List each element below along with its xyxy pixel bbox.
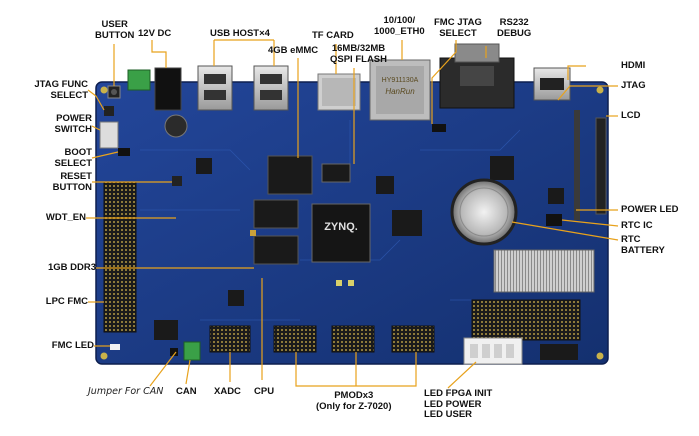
can-jumper: [170, 348, 178, 356]
reset-button-part: [172, 176, 182, 186]
usb-host-2: [253, 65, 289, 111]
zynq-cpu: [311, 203, 371, 263]
eth-chip-model: HanRun: [385, 87, 415, 96]
label-lcd: LCD: [621, 110, 641, 121]
label-power-led: POWER LED: [621, 204, 679, 215]
label-12v-dc: 12V DC: [138, 28, 172, 39]
ddr3-chip-2: [253, 235, 299, 265]
label-fmc-led: FMC LED: [51, 340, 94, 351]
dc-jack: [154, 67, 182, 111]
rtc-battery: [450, 178, 518, 246]
label-reset-button: RESET BUTTON: [52, 171, 92, 193]
emmc-chip: [267, 155, 313, 195]
lcd-connector: [595, 117, 607, 215]
boot-select-part: [118, 148, 130, 156]
lpc-fmc-connector: [103, 181, 137, 333]
can-connector: [183, 341, 201, 361]
label-hdmi: HDMI: [621, 60, 646, 71]
pmod-header-3: [391, 325, 435, 353]
label-led-group: LED FPGA INIT LED POWER LED USER: [424, 388, 493, 420]
label-boot-select: BOOT SELECT: [54, 147, 92, 169]
xadc-header: [209, 325, 251, 353]
label-jumper-can: Jumper For CAN: [88, 386, 164, 397]
label-power-switch: POWER SWITCH: [54, 113, 92, 135]
label-wdt-en: WDT_EN: [45, 212, 86, 223]
label-cpu: CPU: [254, 386, 275, 397]
label-usb-host: USB HOST×4: [210, 28, 270, 39]
label-ethernet: 10/100/ 1000_ETH0: [374, 15, 425, 37]
label-rs232: RS232 DEBUG: [497, 17, 532, 39]
label-jtag: JTAG: [621, 80, 646, 91]
label-pmod: PMODx3 (Only for Z-7020): [316, 390, 392, 412]
label-lpc-fmc: LPC FMC: [45, 296, 88, 307]
leader-lines: [86, 39, 619, 389]
label-user-button: USER BUTTON: [95, 19, 135, 41]
pmod-header-1: [273, 325, 317, 353]
fmc-jtag-jumper: [432, 124, 446, 132]
label-rtc-battery: RTC BATTERY: [621, 234, 665, 256]
label-rtc-ic: RTC IC: [621, 220, 653, 231]
fmc-connector-right: [471, 299, 581, 341]
label-qspi-flash: 16MB/32MB QSPI FLASH: [330, 43, 388, 65]
usb-host-1: [197, 65, 233, 111]
power-switch-part: [99, 121, 119, 149]
label-can: CAN: [176, 386, 197, 397]
label-jtag-func: JTAG FUNC SELECT: [34, 79, 88, 101]
label-ddr3: 1GB DDR3: [47, 262, 96, 273]
pmod-header-2: [331, 325, 375, 353]
zynq-text: ZYNQ.: [324, 221, 358, 233]
label-xadc: XADC: [214, 386, 241, 397]
capacitor: [164, 114, 188, 138]
label-emmc: 4GB eMMC: [268, 45, 319, 56]
rtc-ic-chip: [546, 214, 562, 226]
sfp-cage: [493, 249, 595, 293]
fmc-led-part: [110, 344, 120, 350]
qspi-flash-chip: [321, 163, 351, 183]
dc-jack-green: [127, 69, 151, 91]
label-tf-card: TF CARD: [312, 30, 354, 41]
jtag-func-switch: [104, 106, 114, 116]
ddr3-chip-1: [253, 199, 299, 229]
eth-chip-brand: HY911130A: [382, 77, 419, 84]
label-fmc-jtag: FMC JTAG SELECT: [434, 17, 482, 39]
